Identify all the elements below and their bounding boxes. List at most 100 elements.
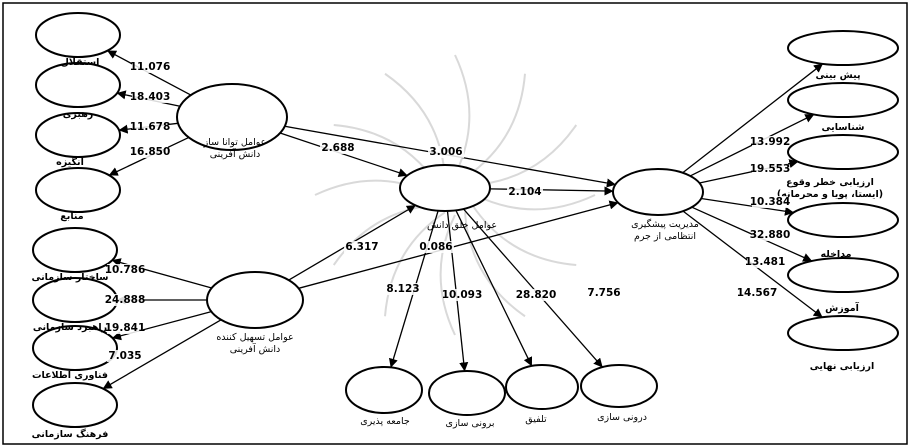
node-label-pishbini: پیش بینی [815,70,860,81]
coefficient-tashil-to-modiriyat: 0.086 [419,241,452,253]
node-tashil [206,271,304,329]
node-label-esteghlal: استقلال [61,57,100,68]
coefficient-background [132,91,168,103]
node-khalgh [399,164,491,212]
node-label-modakhele: مداخله [820,249,851,260]
node-label-modiriyat: انتظامی از جرم [634,231,696,242]
coefficient-tashil-to-fanavari: 19.841 [105,322,146,334]
coefficient-background [107,264,143,276]
watermark-petal [464,73,526,179]
node-label-amoozesh: آموزش [825,301,859,314]
node-manabe [35,167,121,213]
coefficient-tavanasaz-to-rahbari: 18.403 [130,91,171,103]
coefficient-modiriyat-to-shenasayi: 19.553 [750,163,791,175]
coefficient-tavanasaz-to-manabe: 16.850 [130,146,171,158]
coefficient-background [428,146,464,158]
edge-modiriyat-to-amoozesh [691,206,813,262]
node-label-rahbari: رهبری [63,109,94,120]
coefficient-modiriyat-to-amoozesh: 13.481 [745,256,786,268]
coefficient-tashil-to-khalgh: 6.317 [345,241,378,253]
watermark-petal [471,204,577,266]
coefficient-background [132,146,168,158]
watermark-petal [472,124,578,186]
node-label-khalgh: عوامل خلق دانش [427,220,497,231]
watermark-petal [439,214,456,336]
watermark-petal [474,194,596,211]
node-label-rahbord: راهبرد سازمانی [33,322,107,333]
coefficient-background [747,256,783,268]
node-modakhele [787,202,899,238]
node-label-shenasayi: شناسایی [822,122,865,133]
node-tavanasaz [176,83,288,151]
watermark-petal [454,54,471,176]
node-shenasayi [787,82,899,118]
coefficient-background [132,121,168,133]
node-label-fanavari: فناوری اطلاعات [32,370,108,381]
node-label-arzyabi_khatar: ارزیابی خطر وقوع [786,177,874,188]
node-label-tashil: دانش آفرینی [230,342,281,355]
node-talfigh [505,364,579,410]
node-label-angize: انگیزه [56,156,84,168]
coefficient-background [107,350,143,362]
coefficient-tashil-to-sakhtar: 10.786 [105,264,146,276]
coefficient-background [752,163,788,175]
coefficient-background [418,241,454,253]
node-angize [35,112,121,158]
edge-khalgh-to-talfigh [455,210,533,367]
node-sakhtar [32,227,118,273]
watermark-petal [332,204,438,266]
edge-tashil-to-modiriyat [298,200,619,289]
watermark-petal [384,211,446,317]
coefficient-khalgh-to-daronisazi: 7.756 [587,287,620,299]
coefficient-background [518,289,554,301]
node-boronisazi [428,370,506,416]
edge-modiriyat-to-modakhele [701,197,795,216]
node-arzyabi_khatar [787,134,899,170]
coefficient-background [752,229,788,241]
node-label-modiriyat: مدیریت پیشگیری [631,218,699,230]
node-label-tavanasaz: دانش آفرینی [210,147,261,160]
node-label-jameepaziri: جامعه پذیری [360,416,410,427]
coefficient-background [739,287,775,299]
coefficient-background [752,136,788,148]
coefficient-modiriyat-to-pishbini: 13.992 [750,136,791,148]
coefficient-tavanasaz-to-khalgh: 2.688 [321,142,354,154]
watermark-petal [464,212,526,318]
node-label-daronisazi: درونی سازی [597,412,647,423]
node-daronisazi [580,364,658,408]
coefficient-khalgh-to-jameepaziri: 8.123 [386,283,419,295]
coefficient-tavanasaz-to-esteghlal: 11.076 [130,61,171,73]
coefficient-background [752,196,788,208]
coefficient-background [586,287,622,299]
node-fanavari [32,325,118,371]
node-farhang [32,382,118,428]
node-label-tavanasaz: عوامل توانا ساز [203,137,267,148]
node-rahbari [35,62,121,108]
coefficient-background [507,186,543,198]
node-pishbini [787,30,899,66]
node-label-arzyabi_khatar: (ایستا، پویا و محرمانه) [777,189,883,200]
coefficient-khalgh-to-modiriyat: 2.104 [508,186,541,198]
node-jameepaziri [345,366,423,414]
node-amoozesh [787,257,899,293]
coefficient-tavanasaz-to-angize: 11.678 [130,121,171,133]
node-label-arzyabi_nahayi: ارزیابی نهایی [810,361,874,372]
coefficient-background [107,294,143,306]
node-label-sakhtar: ساختار سازمانی [32,272,109,283]
coefficient-modiriyat-to-arzyabi_khatar: 10.384 [750,196,791,208]
coefficient-tashil-to-rahbord: 24.888 [105,294,146,306]
coefficient-tashil-to-farhang: 7.035 [108,350,141,362]
edge-modiriyat-to-pishbini [682,63,824,174]
coefficient-background [385,283,421,295]
coefficient-tavanasaz-to-modiriyat: 3.006 [429,146,462,158]
watermark-petal [384,72,446,178]
edge-tavanasaz-to-khalgh [279,132,408,178]
node-label-boronisazi: برونی سازی [446,418,495,429]
coefficient-background [344,241,380,253]
coefficient-modiriyat-to-arzyabi_nahayi: 14.567 [737,287,778,299]
coefficient-background [132,61,168,73]
node-label-talfigh: تلفیق [525,414,547,425]
coefficient-modiriyat-to-modakhele: 32.880 [750,229,791,241]
